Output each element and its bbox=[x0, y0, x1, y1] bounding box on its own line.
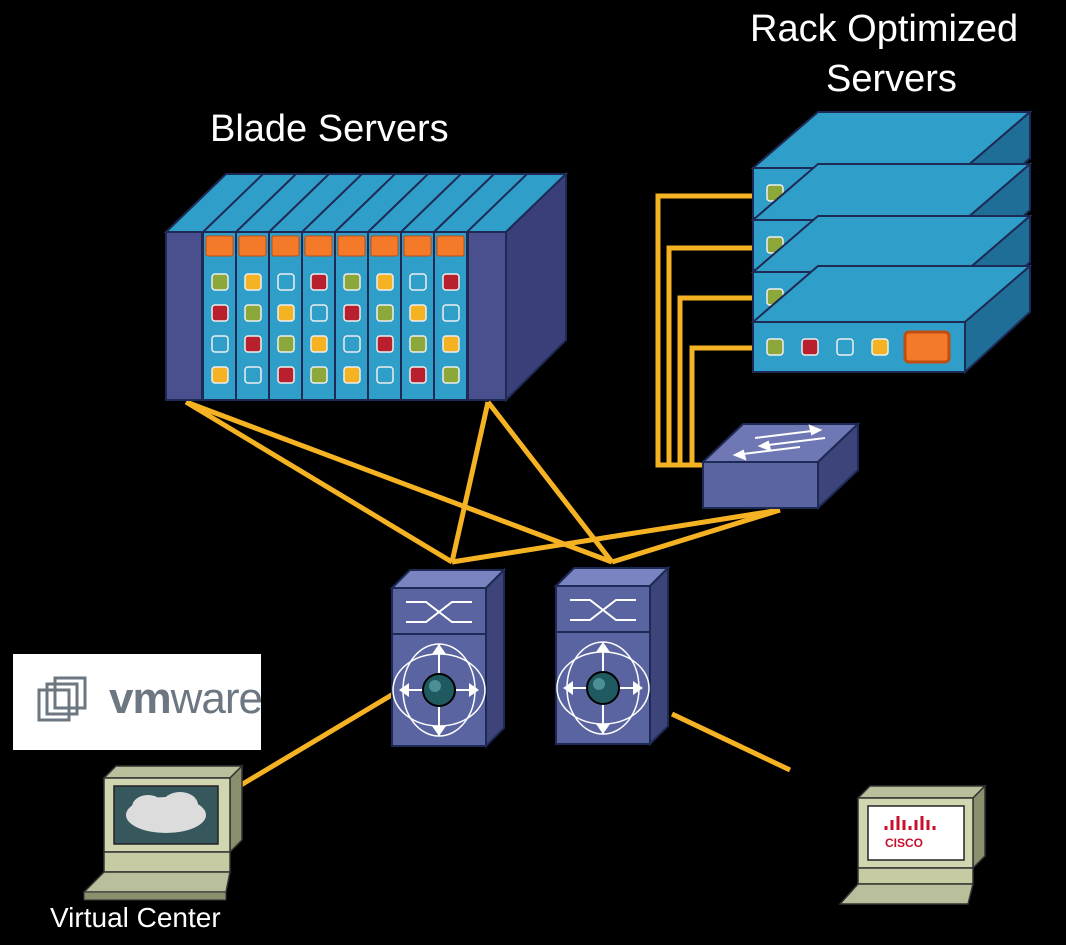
blade-slot bbox=[202, 231, 237, 401]
status-led bbox=[376, 366, 394, 384]
status-led bbox=[442, 335, 460, 353]
status-led bbox=[310, 335, 328, 353]
status-led bbox=[211, 273, 229, 291]
blade-slot bbox=[301, 231, 336, 401]
vsm-terminal-icon bbox=[838, 784, 987, 905]
status-led bbox=[211, 304, 229, 322]
status-led bbox=[244, 304, 262, 322]
status-led bbox=[409, 304, 427, 322]
cisco-logo bbox=[271, 235, 300, 257]
status-led bbox=[409, 273, 427, 291]
link-rack-2 bbox=[666, 245, 755, 465]
status-led bbox=[409, 366, 427, 384]
status-led bbox=[409, 335, 427, 353]
rack-server-icon bbox=[750, 263, 1033, 375]
status-led bbox=[836, 338, 854, 356]
link-rack-3 bbox=[677, 295, 755, 465]
link-switch-a-to-workgroup bbox=[451, 507, 781, 565]
status-led bbox=[442, 273, 460, 291]
status-led bbox=[244, 366, 262, 384]
cisco-logo bbox=[370, 235, 399, 257]
blade-slot bbox=[433, 231, 468, 401]
blade-slot bbox=[334, 231, 369, 401]
link-vc-to-switch-a bbox=[234, 687, 402, 791]
blade-slot bbox=[367, 231, 402, 401]
rack-optimized-label: Rack Optimized bbox=[750, 8, 1019, 50]
status-led bbox=[277, 304, 295, 322]
status-led bbox=[310, 366, 328, 384]
connections bbox=[184, 193, 792, 791]
status-led bbox=[343, 366, 361, 384]
status-led bbox=[310, 273, 328, 291]
cisco-logo bbox=[337, 235, 366, 257]
link-rack-4 bbox=[689, 345, 755, 465]
status-led bbox=[801, 338, 819, 356]
cisco-logo bbox=[436, 235, 465, 257]
status-led bbox=[244, 273, 262, 291]
link-rack-1 bbox=[655, 193, 755, 468]
blade-chassis-icon bbox=[163, 171, 569, 403]
status-led bbox=[442, 304, 460, 322]
vmware-wordmark: vmware bbox=[109, 674, 263, 723]
status-led bbox=[211, 366, 229, 384]
status-led bbox=[343, 335, 361, 353]
status-led bbox=[310, 304, 328, 322]
link-switch-b-to-workgroup bbox=[611, 507, 781, 565]
cisco-logo bbox=[238, 235, 267, 257]
vmware-squares-icon bbox=[37, 676, 87, 722]
blade-slot bbox=[400, 231, 435, 401]
status-led bbox=[277, 335, 295, 353]
virtual-center-label: Virtual Center bbox=[50, 902, 221, 933]
cisco-logo bbox=[403, 235, 432, 257]
cisco-wordmark: CISCO bbox=[885, 836, 924, 850]
rack-servers bbox=[750, 109, 1033, 375]
cisco-logo bbox=[884, 816, 936, 830]
status-led bbox=[376, 335, 394, 353]
computer-terminal-icon bbox=[82, 764, 244, 901]
blade-slot bbox=[235, 231, 270, 401]
link-blade-right-to-switch-a bbox=[449, 401, 491, 563]
status-led bbox=[871, 338, 889, 356]
vmware-logo: vmware bbox=[13, 654, 263, 750]
status-led bbox=[343, 304, 361, 322]
link-blade-left-to-switch-a bbox=[184, 399, 454, 565]
status-led bbox=[343, 273, 361, 291]
status-led bbox=[277, 366, 295, 384]
status-led bbox=[376, 273, 394, 291]
status-led bbox=[766, 338, 784, 356]
workgroup-switch-icon bbox=[700, 421, 861, 511]
blade-servers-label: Blade Servers bbox=[210, 108, 449, 150]
cisco-logo bbox=[205, 235, 234, 257]
status-led bbox=[211, 335, 229, 353]
status-led bbox=[442, 366, 460, 384]
status-led bbox=[244, 335, 262, 353]
status-led bbox=[376, 304, 394, 322]
link-blade-right-to-switch-b bbox=[486, 400, 614, 564]
nexus-switch-icon bbox=[389, 567, 507, 749]
servers-label: Servers bbox=[826, 58, 957, 100]
status-led bbox=[277, 273, 295, 291]
nexus-switch-icon bbox=[553, 565, 671, 747]
cisco-logo bbox=[903, 330, 951, 364]
link-switch-b-to-vsm bbox=[670, 711, 792, 773]
blade-slot bbox=[268, 231, 303, 401]
link-blade-left-to-switch-b bbox=[185, 399, 613, 565]
cisco-logo bbox=[304, 235, 333, 257]
